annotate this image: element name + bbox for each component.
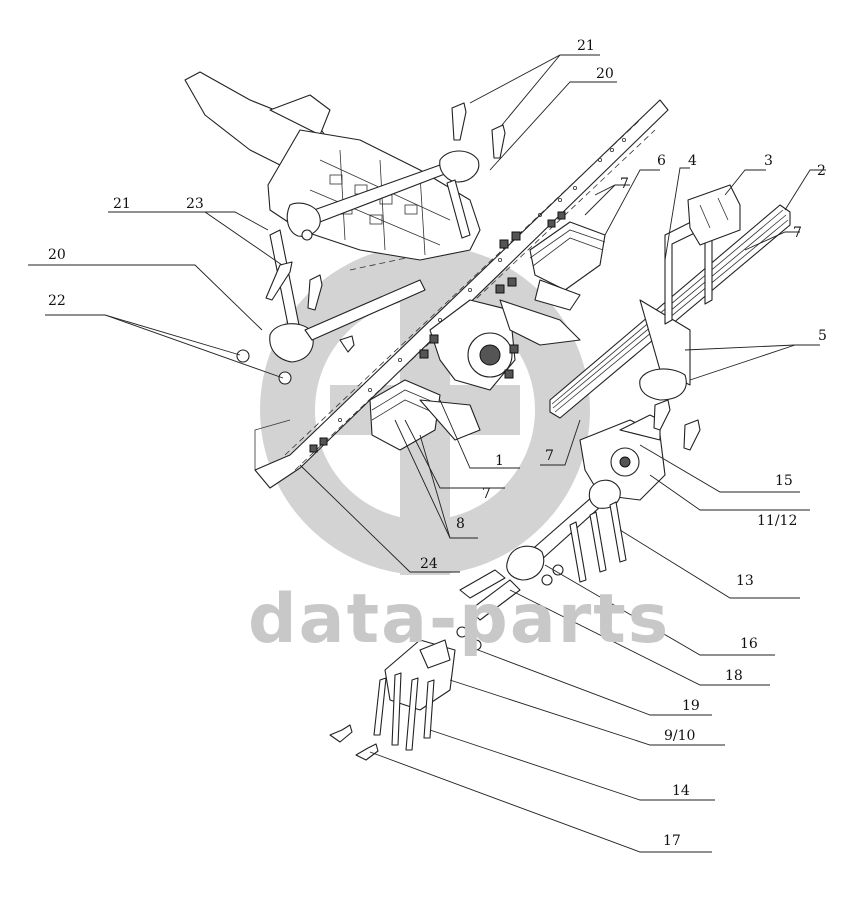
bolts-14 xyxy=(373,672,435,751)
callout-15: 15 xyxy=(775,473,793,489)
callout-6: 6 xyxy=(657,153,666,169)
lower-bracket-9-10 xyxy=(384,626,482,711)
bolts-15 xyxy=(653,399,701,451)
rod-16 xyxy=(459,569,521,621)
torque-rod-upper xyxy=(286,150,480,239)
callout-labels: 21 20 6 4 3 2 7 7 21 23 20 22 5 1 7 7 15… xyxy=(48,38,827,849)
callout-19: 19 xyxy=(682,698,700,714)
callout-23: 23 xyxy=(186,196,204,212)
bolts-17 xyxy=(329,724,379,761)
callout-7-top: 7 xyxy=(620,176,629,192)
callout-17: 17 xyxy=(663,833,681,849)
callout-7-right: 7 xyxy=(793,225,802,241)
rubber-pad-upper xyxy=(529,221,606,311)
long-bolts-13 xyxy=(541,501,627,586)
callout-4: 4 xyxy=(688,153,697,169)
callout-21-left: 21 xyxy=(113,196,131,212)
lower-bracket-15 xyxy=(579,414,666,501)
callout-20-top: 20 xyxy=(596,66,614,82)
frame-rail xyxy=(254,99,669,489)
callout-11-12: 11/12 xyxy=(757,513,797,529)
spring-seat xyxy=(687,184,741,246)
callout-7-pad: 7 xyxy=(482,486,491,502)
rubber-pad-lower xyxy=(369,379,481,451)
torque-rod-lower xyxy=(269,229,426,363)
callout-7-spring: 7 xyxy=(545,448,554,464)
callout-8: 8 xyxy=(456,516,465,532)
callout-5: 5 xyxy=(818,328,827,344)
callout-22: 22 xyxy=(48,293,66,309)
leader-lines xyxy=(28,54,826,853)
callout-16: 16 xyxy=(740,636,758,652)
callout-3: 3 xyxy=(764,153,773,169)
callout-1: 1 xyxy=(495,453,504,469)
watermark-text: data-parts xyxy=(248,580,670,659)
callout-18: 18 xyxy=(725,668,743,684)
frame-bracket-mid xyxy=(309,211,581,453)
callout-2: 2 xyxy=(817,163,826,179)
callout-14: 14 xyxy=(672,783,690,799)
callout-9-10: 9/10 xyxy=(664,728,695,744)
long-rod-13 xyxy=(506,479,621,581)
callout-21-top: 21 xyxy=(577,38,595,54)
bolts-upper xyxy=(236,102,506,385)
callout-13: 13 xyxy=(736,573,754,589)
callout-24: 24 xyxy=(420,556,438,572)
callout-20-left: 20 xyxy=(48,247,66,263)
